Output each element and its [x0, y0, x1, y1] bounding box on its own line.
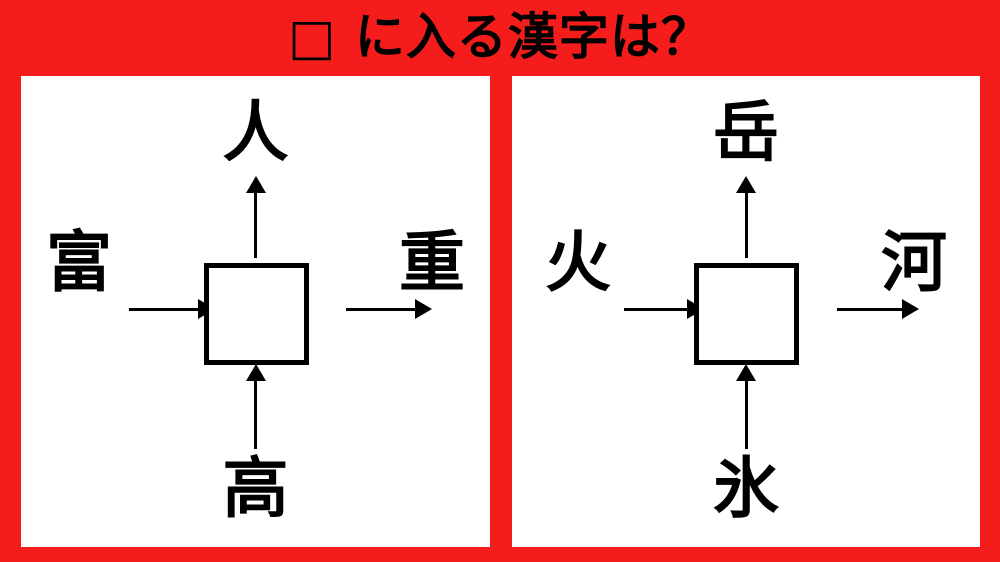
- kanji-right-left-panel: 重: [399, 224, 465, 301]
- arrow-shaft: [837, 307, 902, 311]
- arrow-up-to-top-right-panel: [736, 176, 756, 258]
- arrow-shaft: [129, 307, 198, 311]
- arrow-right-from-left-right-panel: [624, 299, 704, 319]
- arrowhead-icon: [245, 176, 266, 193]
- kanji-right-right-panel: 河: [881, 224, 947, 301]
- arrow-right-to-right-right-panel: [837, 299, 919, 319]
- arrowhead-icon: [415, 299, 432, 319]
- answer-box-right-panel[interactable]: [694, 263, 799, 365]
- arrow-shaft: [346, 307, 415, 311]
- kanji-bottom-left-panel: 高: [222, 450, 289, 527]
- kanji-left-right-panel: 火: [545, 224, 611, 301]
- arrow-shaft: [744, 193, 748, 258]
- title-bar: □ に入る漢字は？: [0, 0, 1000, 74]
- arrow-up-from-bottom-left-panel: [245, 364, 266, 449]
- arrow-shaft: [744, 381, 748, 449]
- arrow-shaft: [254, 381, 257, 449]
- arrow-up-from-bottom-right-panel: [736, 364, 756, 449]
- kanji-diagram-right: 岳 火 河 氷: [512, 76, 980, 547]
- arrow-right-to-right-left-panel: [346, 299, 432, 319]
- kanji-left-left-panel: 富: [46, 224, 112, 301]
- kanji-top-right-panel: 岳: [713, 94, 779, 171]
- kanji-diagram-left: 人 富 重 高: [21, 76, 490, 547]
- arrow-right-from-left-left-panel: [129, 299, 215, 319]
- arrowhead-icon: [736, 364, 756, 381]
- puzzle-panel-right: 岳 火 河 氷: [512, 76, 980, 547]
- arrowhead-icon: [736, 176, 756, 193]
- kanji-bottom-right-panel: 氷: [713, 450, 779, 527]
- arrow-shaft: [624, 307, 687, 311]
- answer-box-left-panel[interactable]: [203, 263, 309, 365]
- puzzle-panel-left: 人 富 重 高: [21, 76, 490, 547]
- arrow-shaft: [254, 193, 257, 258]
- arrowhead-icon: [245, 364, 266, 381]
- page-title: □ に入る漢字は？: [288, 8, 712, 66]
- arrow-up-to-top-left-panel: [245, 176, 266, 258]
- arrowhead-icon: [902, 299, 919, 319]
- kanji-top-left-panel: 人: [222, 94, 289, 171]
